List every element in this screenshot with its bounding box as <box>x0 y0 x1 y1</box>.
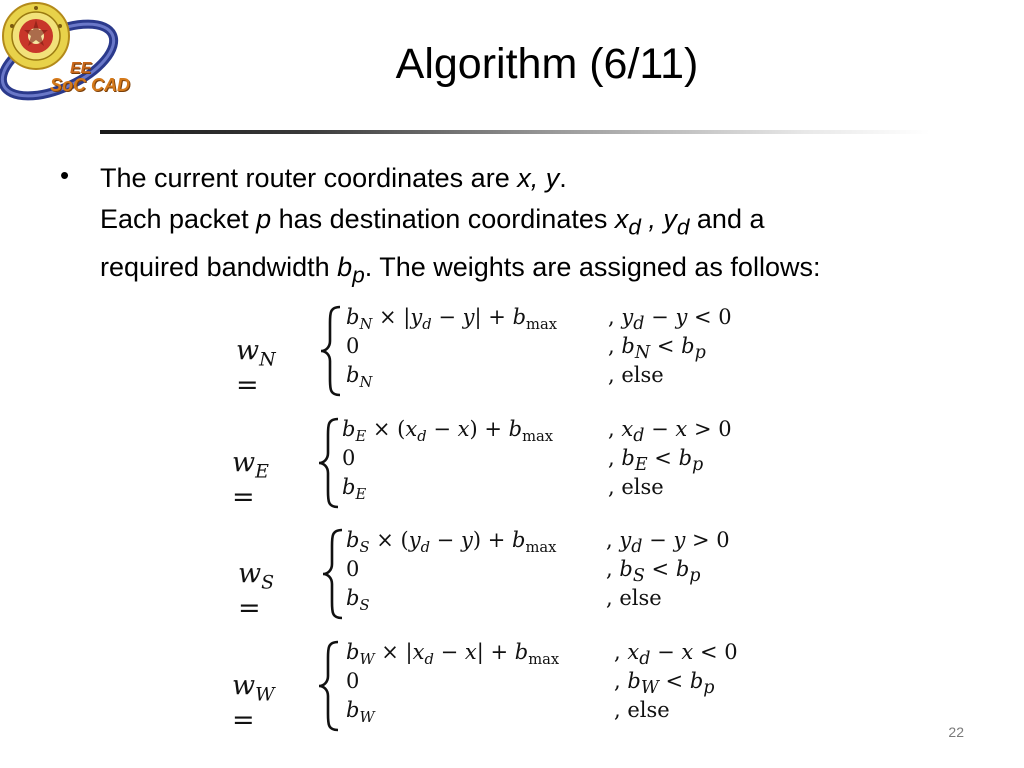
equation-condition: , yd − y < 0 <box>608 305 732 335</box>
equation-case: bS × (yd − y) + bmax <box>346 528 557 557</box>
equation-case: bE <box>342 475 367 504</box>
equation-condition: , bN < bp <box>608 334 706 364</box>
title-divider <box>100 130 930 134</box>
page-number: 22 <box>948 724 964 740</box>
equation-case: bN × |yd − y| + bmax <box>346 305 557 334</box>
bullet-line-2: Each packet p has destination coordinate… <box>100 204 765 240</box>
equation-condition: , else <box>608 475 664 499</box>
equation-case: bW × |xd − x| + bmax <box>346 640 560 669</box>
equation-condition: , else <box>614 698 670 722</box>
equation-lhs: wS = <box>238 558 275 625</box>
equation-lhs: wW = <box>232 670 275 737</box>
equation-condition: , yd − y > 0 <box>606 528 730 558</box>
equation-condition: , bS < bp <box>606 557 701 587</box>
bullet-icon: • <box>60 160 70 190</box>
equation-condition: , xd − x > 0 <box>608 417 732 447</box>
equation-lhs: wE = <box>232 447 269 514</box>
bullet-line-3: required bandwidth bp. The weights are a… <box>100 252 821 288</box>
equation-case: 0 <box>342 446 356 470</box>
left-brace-icon <box>320 305 341 397</box>
bullet-line-1: The current router coordinates are x, y. <box>100 163 567 193</box>
equation-condition: , else <box>606 586 662 610</box>
equation-condition: , bE < bp <box>608 446 704 476</box>
equation-case: bN <box>346 363 373 392</box>
equation-case: 0 <box>346 334 360 358</box>
left-brace-icon <box>318 417 339 509</box>
equation-case: bW <box>346 698 375 727</box>
equation-case: bS <box>346 586 370 615</box>
bullet-text: The current router coordinates are x, y.… <box>100 158 980 296</box>
equation-lhs: wN = <box>236 335 276 402</box>
left-brace-icon <box>322 528 343 620</box>
logo-ee-text: EE <box>70 60 92 77</box>
left-brace-icon <box>318 640 339 732</box>
equation-condition: , else <box>608 363 664 387</box>
equation-case: 0 <box>346 669 360 693</box>
equation-condition: , bW < bp <box>614 669 715 699</box>
logo-emblem-icon <box>0 2 119 101</box>
equation-case: bE × (xd − x) + bmax <box>342 417 554 446</box>
logo: EE SoC CAD <box>0 0 130 105</box>
slide-title: Algorithm (6/11) <box>395 40 699 88</box>
equation-condition: , xd − x < 0 <box>614 640 738 670</box>
equation-case: 0 <box>346 557 360 581</box>
logo-soc-cad-text: SoC CAD <box>50 75 130 95</box>
